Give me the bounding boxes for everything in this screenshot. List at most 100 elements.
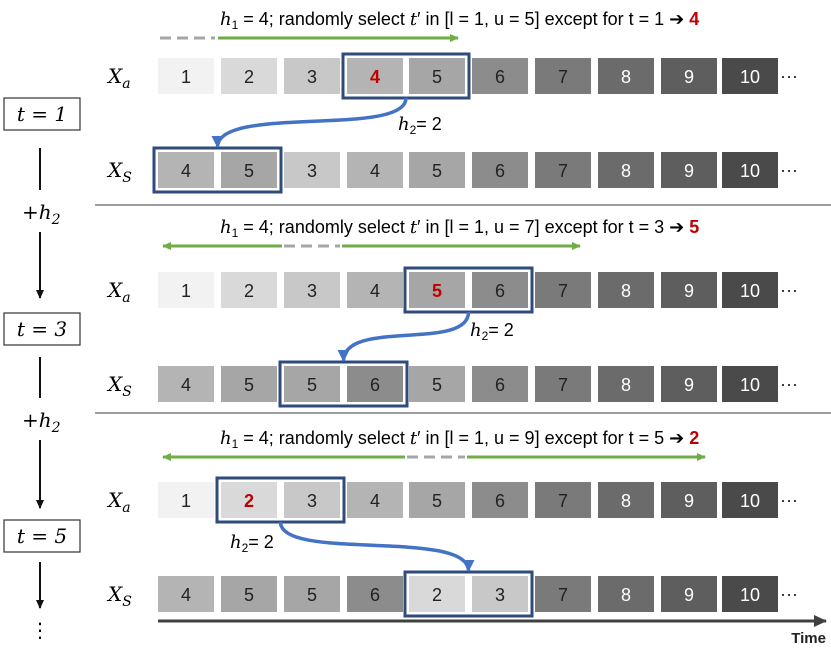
cell-value: 10 [740, 281, 760, 301]
cell-value: 3 [307, 491, 317, 511]
cell [284, 272, 340, 308]
cell-value: 5 [244, 585, 254, 605]
cell [409, 576, 465, 612]
cell [347, 576, 403, 612]
cell [347, 366, 403, 402]
cell [221, 152, 277, 188]
cell [722, 58, 778, 94]
row-label-xs: XS [106, 158, 132, 186]
shift-arrow [211, 97, 408, 148]
cell [535, 152, 591, 188]
cell-value: 4 [181, 585, 191, 605]
cell [535, 272, 591, 308]
cell [347, 152, 403, 188]
cell-value: 4 [370, 491, 380, 511]
cell-value: 3 [307, 67, 317, 87]
cell [347, 272, 403, 308]
row-label-xs: XS [106, 372, 132, 400]
cell [661, 272, 717, 308]
cell-value: 8 [621, 161, 631, 181]
section-header: h1 = 4; randomly select t′ in [l = 1, u … [220, 428, 699, 451]
cell [472, 482, 528, 518]
timestep-label: t = 5 [17, 524, 67, 548]
row-label-xa: Xa [106, 64, 131, 92]
window-highlight-frame [278, 360, 409, 408]
cell-value: 6 [495, 375, 505, 395]
cell [221, 272, 277, 308]
cell-value: 2 [244, 491, 254, 511]
cell [598, 152, 654, 188]
cell-value: 9 [684, 67, 694, 87]
cell [472, 58, 528, 94]
cell [535, 366, 591, 402]
cell-value: 5 [307, 375, 317, 395]
timestep-box [3, 312, 81, 346]
cell-value: 6 [495, 491, 505, 511]
cell-value: 10 [740, 585, 760, 605]
continuation-ellipsis: ··· [780, 584, 798, 604]
continuation-ellipsis: ··· [780, 374, 798, 394]
cell [158, 272, 214, 308]
time-axis-label: Time [791, 630, 826, 647]
cell-value: 4 [370, 161, 380, 181]
cell-value: 5 [432, 375, 442, 395]
cell-value: 4 [181, 375, 191, 395]
cell-value: 7 [558, 161, 568, 181]
continuation-ellipsis: ··· [780, 490, 798, 510]
cell-value: 5 [244, 161, 254, 181]
timestep-box [3, 519, 81, 553]
cell [472, 366, 528, 402]
cell-value: 9 [684, 281, 694, 301]
cell [158, 366, 214, 402]
cell-value: 5 [432, 67, 442, 87]
cell-value: 5 [432, 161, 442, 181]
cell [722, 272, 778, 308]
cell [598, 58, 654, 94]
timestep-box [3, 97, 81, 131]
cell [221, 58, 277, 94]
cell [158, 576, 214, 612]
h2-label: h2= 2 [230, 532, 274, 555]
cell-value: 6 [370, 585, 380, 605]
cell [221, 576, 277, 612]
cell [661, 576, 717, 612]
cell [661, 58, 717, 94]
cell-value: 5 [432, 281, 442, 301]
cell-value: 4 [370, 67, 380, 87]
h2-label: h2= 2 [398, 114, 442, 137]
cell [661, 482, 717, 518]
cell-value: 4 [181, 161, 191, 181]
cell-value: 10 [740, 375, 760, 395]
cell-value: 8 [621, 375, 631, 395]
continuation-ellipsis: ··· [780, 280, 798, 300]
cell [722, 152, 778, 188]
cell-value: 7 [558, 375, 568, 395]
cell [722, 576, 778, 612]
cell-value: 3 [307, 281, 317, 301]
cell-value: 7 [558, 281, 568, 301]
section-1: h1 = 4; randomly select t′ in [l = 1, u … [106, 9, 798, 194]
cell-value: 5 [307, 585, 317, 605]
cell [347, 58, 403, 94]
continuation-ellipsis: ··· [780, 160, 798, 180]
cell [722, 366, 778, 402]
row-label-xs: XS [106, 582, 132, 610]
cell-value: 1 [181, 67, 191, 87]
cell-value: 10 [740, 67, 760, 87]
row-label-xa: Xa [106, 278, 131, 306]
row-label-xa: Xa [106, 488, 131, 516]
cell-value: 7 [558, 491, 568, 511]
section-3: h1 = 4; randomly select t′ in [l = 1, u … [106, 428, 798, 618]
cell [409, 482, 465, 518]
cell-value: 2 [244, 67, 254, 87]
timestep-label: t = 1 [17, 102, 67, 126]
cell-value: 3 [495, 585, 505, 605]
cell [472, 576, 528, 612]
cell [535, 482, 591, 518]
cell [472, 152, 528, 188]
cell-value: 10 [740, 161, 760, 181]
cell-value: 7 [558, 585, 568, 605]
window-highlight-frame [403, 570, 534, 618]
cell-value: 8 [621, 491, 631, 511]
